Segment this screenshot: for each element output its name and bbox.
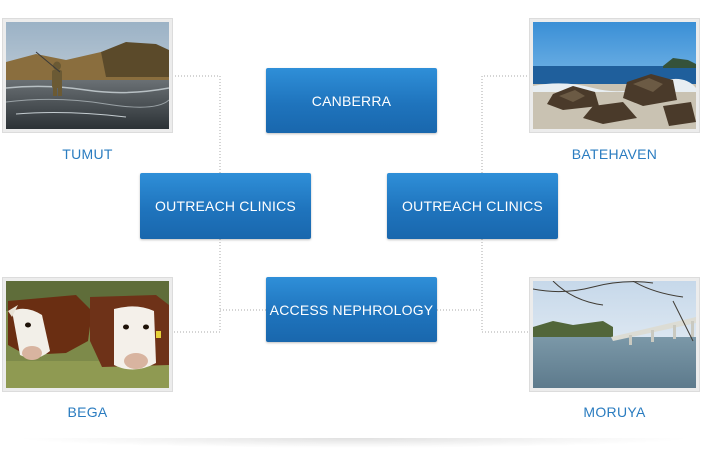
- connector-moruya: [481, 239, 530, 333]
- label-tumut: TUMUT: [62, 146, 113, 162]
- photo-tumut: [3, 19, 172, 132]
- outreach-clinics-left-label: OUTREACH CLINICS: [155, 198, 296, 214]
- connector-batehaven: [481, 75, 530, 173]
- outreach-clinics-right-box: OUTREACH CLINICS: [387, 173, 558, 239]
- access-nephrology-label: ACCESS NEPHROLOGY: [269, 301, 434, 318]
- bottom-shadow: [14, 438, 694, 448]
- rocky-coast-image: [533, 22, 696, 129]
- connector-bega: [172, 239, 221, 333]
- river-fishing-image: [6, 22, 169, 129]
- photo-bega: [3, 278, 172, 391]
- photo-moruya: [530, 278, 699, 391]
- label-bega: BEGA: [67, 404, 108, 420]
- photo-batehaven: [530, 19, 699, 132]
- outreach-clinics-left-box: OUTREACH CLINICS: [140, 173, 311, 239]
- connector-tumut: [172, 75, 221, 173]
- canberra-box: CANBERRA: [266, 68, 437, 133]
- canberra-label: CANBERRA: [311, 92, 392, 109]
- river-bridge-image: [533, 281, 696, 388]
- label-moruya: MORUYA: [583, 404, 646, 420]
- cattle-image: [6, 281, 169, 388]
- access-nephrology-box: ACCESS NEPHROLOGY: [266, 277, 437, 342]
- outreach-clinics-right-label: OUTREACH CLINICS: [402, 198, 543, 214]
- label-batehaven: BATEHAVEN: [571, 146, 658, 162]
